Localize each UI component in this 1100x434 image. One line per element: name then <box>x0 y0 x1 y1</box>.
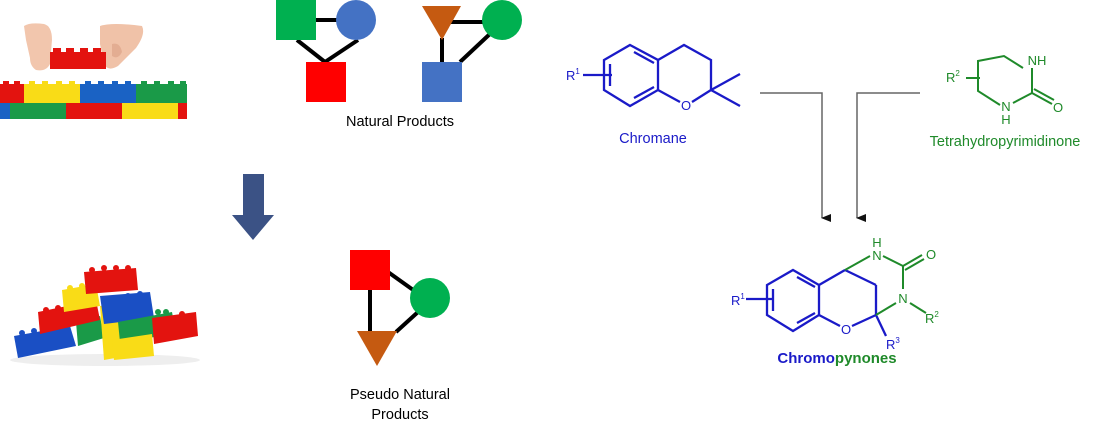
chromane-oxygen: O <box>681 98 691 113</box>
chromopynones-label: Chromopynones <box>777 350 896 367</box>
lego-stack-image <box>10 265 200 366</box>
product-h-top: H <box>872 235 881 250</box>
green-square <box>276 0 316 40</box>
thp-n-bottom: N <box>1001 99 1010 114</box>
chromopynone-structure <box>746 254 927 337</box>
pseudo-natural-product <box>350 250 450 366</box>
natural-product-2 <box>422 0 522 102</box>
reaction-arrows <box>760 92 920 222</box>
orange-triangle <box>357 331 397 366</box>
natural-product-1 <box>276 0 376 102</box>
product-ring-oxygen: O <box>841 322 851 337</box>
natural-products-label: Natural Products <box>346 114 454 130</box>
product-carbonyl-oxygen: O <box>926 247 936 262</box>
thp-h-bottom: H <box>1001 112 1010 127</box>
orange-triangle <box>422 6 461 40</box>
tetrahydropyrimidinone-structure <box>966 54 1055 106</box>
tetrahydropyrimidinone-label: Tetrahydropyrimidinone <box>930 134 1081 150</box>
blue-circle <box>336 0 376 40</box>
product-r1: R1 <box>731 292 745 308</box>
product-n-right: N <box>898 291 907 306</box>
pseudo-natural-products-label-line2: Products <box>371 407 428 423</box>
product-r2: R2 <box>925 310 939 326</box>
green-circle <box>410 278 450 318</box>
product-r3: R3 <box>886 336 900 352</box>
green-circle <box>482 0 522 40</box>
chromane-structure <box>583 43 741 108</box>
thp-to-product-arrow <box>856 92 920 222</box>
pseudo-natural-products-label-line1: Pseudo Natural <box>350 387 450 403</box>
chromane-r1: R1 <box>566 67 580 83</box>
blue-square <box>422 62 462 102</box>
thp-oxygen: O <box>1053 100 1063 115</box>
product-n-top: N <box>872 248 881 263</box>
red-square <box>306 62 346 102</box>
chromane-to-product-arrow <box>760 92 831 222</box>
thp-r2: R2 <box>946 69 960 85</box>
down-arrow-icon <box>232 174 274 240</box>
red-square <box>350 250 390 290</box>
lego-hand-image <box>0 23 187 119</box>
chromane-label: Chromane <box>619 131 687 147</box>
thp-nh-top: NH <box>1028 53 1047 68</box>
